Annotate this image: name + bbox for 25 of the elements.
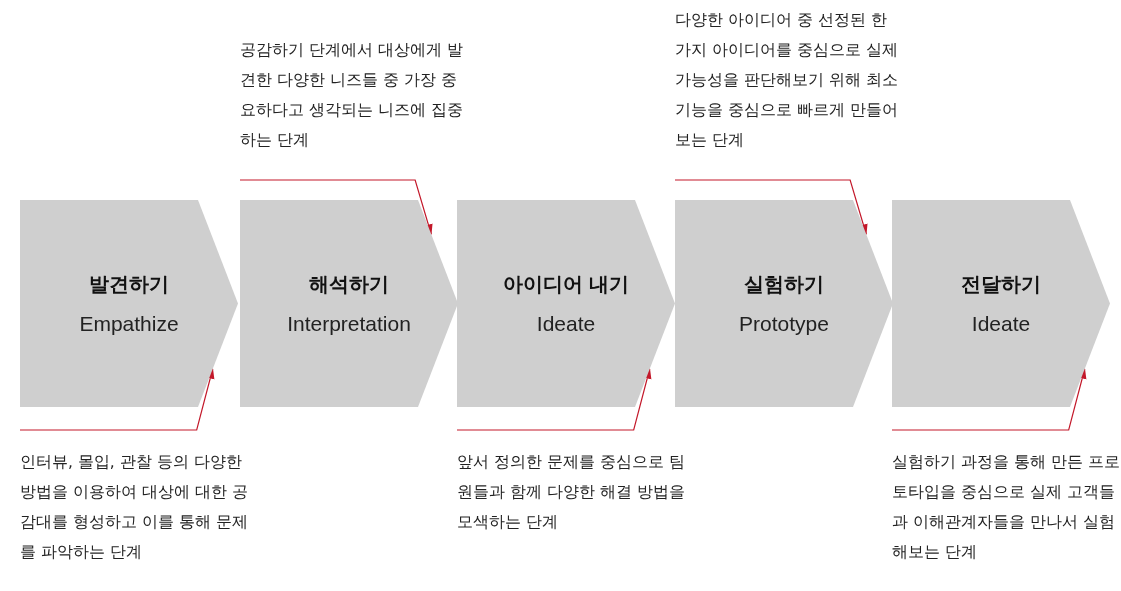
step-title: 아이디어 내기 xyxy=(502,271,630,298)
step-description: 다양한 아이디어 중 선정된 한 가지 아이디어를 중심으로 실제 가능성을 판단해보기 위해 최소 기능을 중심으로 빠르게 만들어보는 단계 xyxy=(675,5,905,180)
chevron-step xyxy=(675,200,893,407)
step-description: 공감하기 단계에서 대상에게 발견한 다양한 니즈들 중 가장 중요하다고 생각되는 니즈에 집중하는 단계 xyxy=(240,35,470,180)
leader-arrow xyxy=(891,367,1087,431)
leader-arrow xyxy=(19,367,215,431)
step-subtitle: Ideate xyxy=(971,312,1031,336)
step-subtitle: Empathize xyxy=(79,312,179,336)
step-title: 실험하기 xyxy=(744,271,824,298)
step-description: 인터뷰, 몰입, 관찰 등의 다양한 방법을 이용하여 대상에 대한 공감대를 형성하고 이를 통해 문제를 파악하는 단계 xyxy=(20,430,250,567)
chevron-step xyxy=(457,200,675,407)
step-subtitle: Ideate xyxy=(536,312,596,336)
step-title: 발견하기 xyxy=(89,271,169,298)
step-subtitle: Interpretation xyxy=(287,312,411,336)
chevron-step xyxy=(20,200,238,407)
leader-arrow xyxy=(674,179,868,236)
chevron-step xyxy=(240,200,458,407)
leader-arrow xyxy=(239,179,433,236)
step-title: 전달하기 xyxy=(961,271,1041,298)
chevron-step xyxy=(892,200,1110,407)
step-description: 실험하기 과정을 통해 만든 프로토타입을 중심으로 실제 고객들과 이해관계자들을 만나서 실험해보는 단계 xyxy=(892,430,1121,567)
step-subtitle: Prototype xyxy=(739,312,829,336)
step-description: 앞서 정의한 문제를 중심으로 팀원들과 함께 다양한 해결 방법을 모색하는 단계 xyxy=(457,430,687,537)
step-title: 해석하기 xyxy=(309,271,389,298)
leader-arrow xyxy=(456,367,652,431)
